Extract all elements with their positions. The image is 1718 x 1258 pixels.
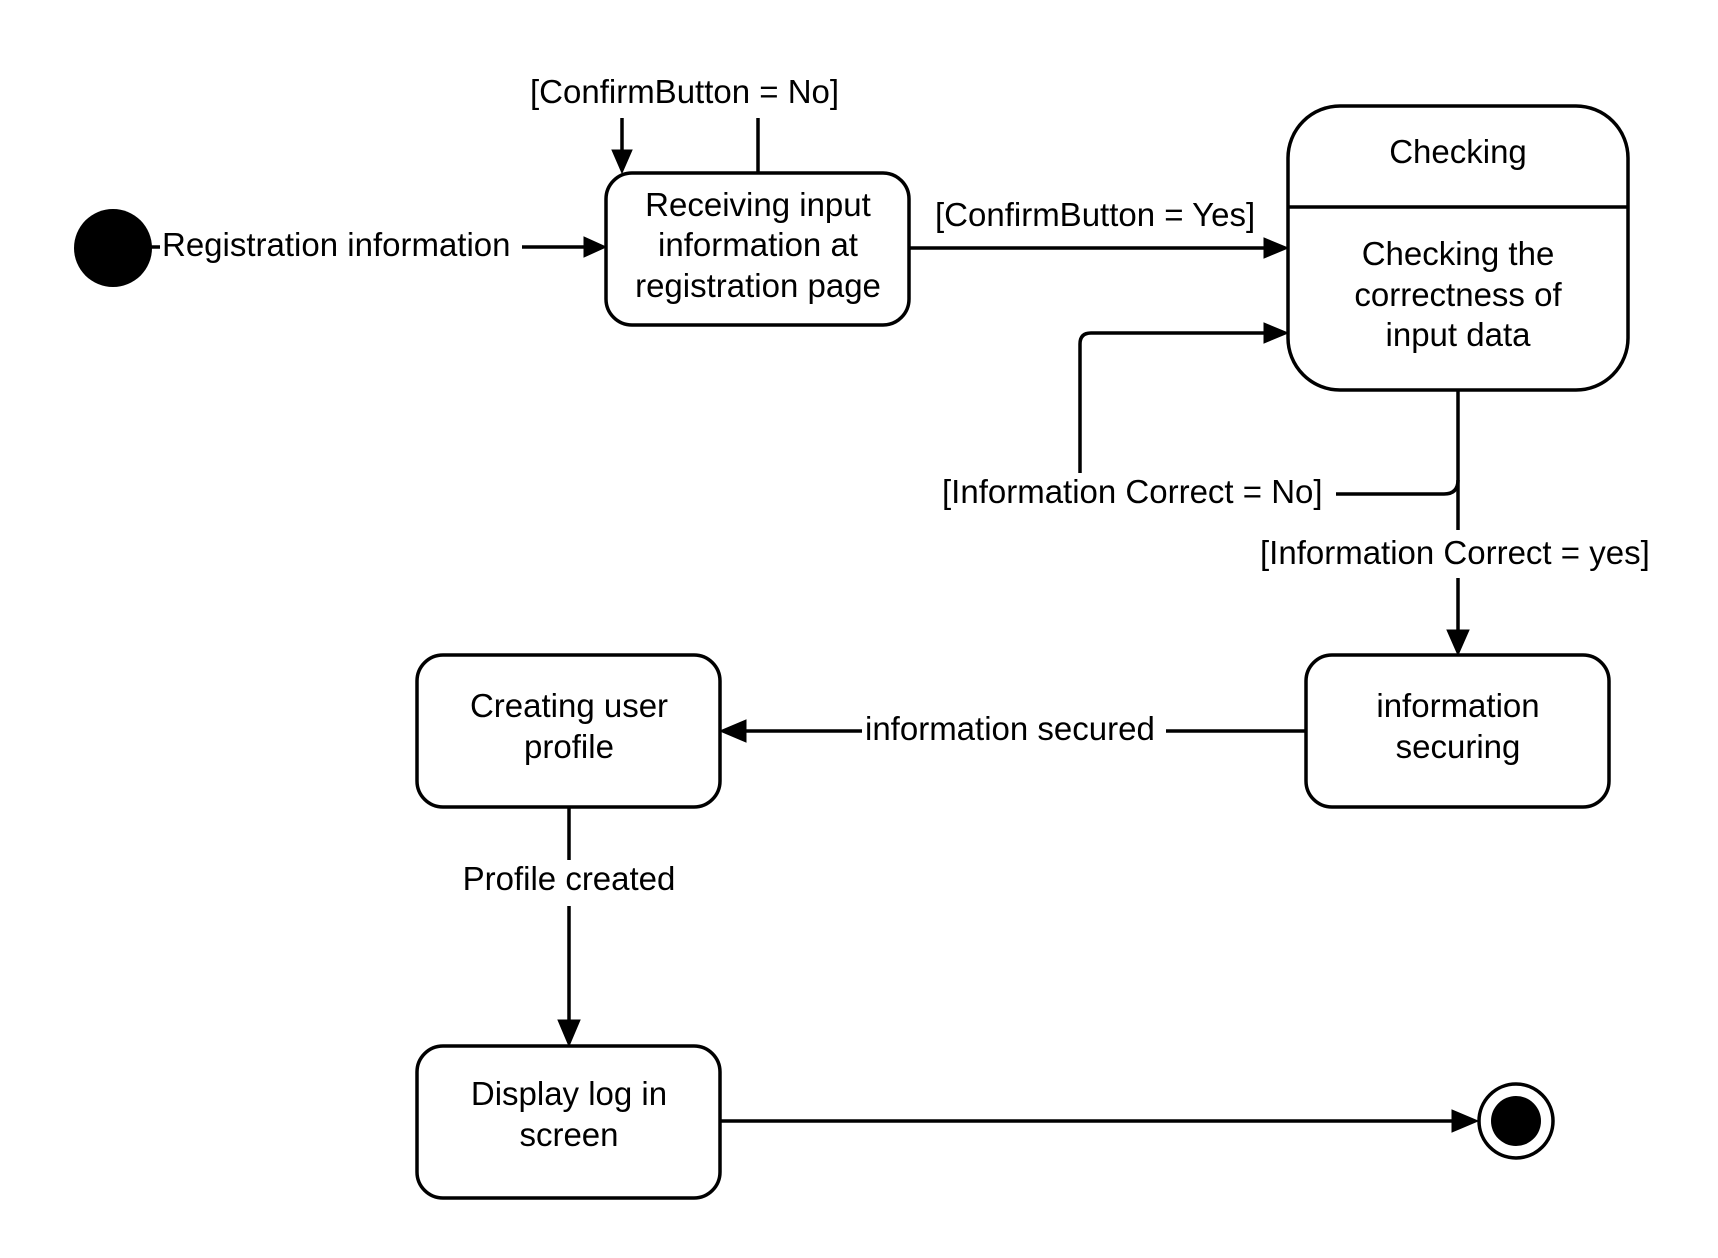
edge-registration-arrowhead: [583, 236, 608, 258]
state-creating: Creating user profile: [415, 653, 722, 809]
label-info-yes: [Information Correct = yes]: [1260, 534, 1650, 571]
state-receiving: Receiving input information at registrat…: [604, 171, 911, 327]
state-securing: information securing: [1304, 653, 1611, 809]
label-registration: Registration information: [162, 226, 511, 263]
edge-info-no-right: [1336, 479, 1460, 496]
state-checking: Checking Checking the correctness of inp…: [1286, 104, 1630, 392]
edge-info-yes-arrowhead: [1446, 629, 1470, 657]
state-creating-line-1: Creating user: [470, 687, 668, 724]
state-creating-line-2: profile: [524, 728, 614, 765]
edge-secured-arrowhead: [718, 719, 747, 743]
state-securing-line-2: securing: [1396, 728, 1521, 765]
state-checking-line-1: Checking the: [1362, 235, 1555, 272]
state-securing-line-1: information: [1376, 687, 1539, 724]
edge-final-arrowhead: [1451, 1109, 1480, 1133]
label-confirm-no: [ConfirmButton = No]: [530, 73, 839, 110]
edge-confirm-no-arrowhead: [611, 149, 633, 175]
state-checking-line-2: correctness of: [1354, 276, 1562, 313]
state-display-line-2: screen: [519, 1116, 618, 1153]
edge-info-no-left: [1078, 331, 1268, 473]
state-receiving-line-3: registration page: [635, 267, 881, 304]
initial-state: [74, 209, 152, 287]
label-confirm-yes: [ConfirmButton = Yes]: [935, 196, 1255, 233]
edge-profile-arrowhead: [557, 1019, 581, 1048]
state-receiving-line-1: Receiving input: [645, 186, 871, 223]
state-display: Display log in screen: [415, 1044, 722, 1200]
state-checking-line-3: input data: [1386, 316, 1532, 353]
label-profile-created: Profile created: [463, 860, 676, 897]
state-checking-title: Checking: [1389, 133, 1527, 170]
state-receiving-line-2: information at: [658, 226, 858, 263]
state-display-line-1: Display log in: [471, 1075, 667, 1112]
edge-info-no-arrowhead: [1263, 322, 1290, 344]
label-info-no: [Information Correct = No]: [942, 473, 1323, 510]
label-secured: information secured: [865, 710, 1155, 747]
edge-confirm-yes-arrowhead: [1263, 237, 1290, 259]
final-state: [1477, 1082, 1555, 1160]
